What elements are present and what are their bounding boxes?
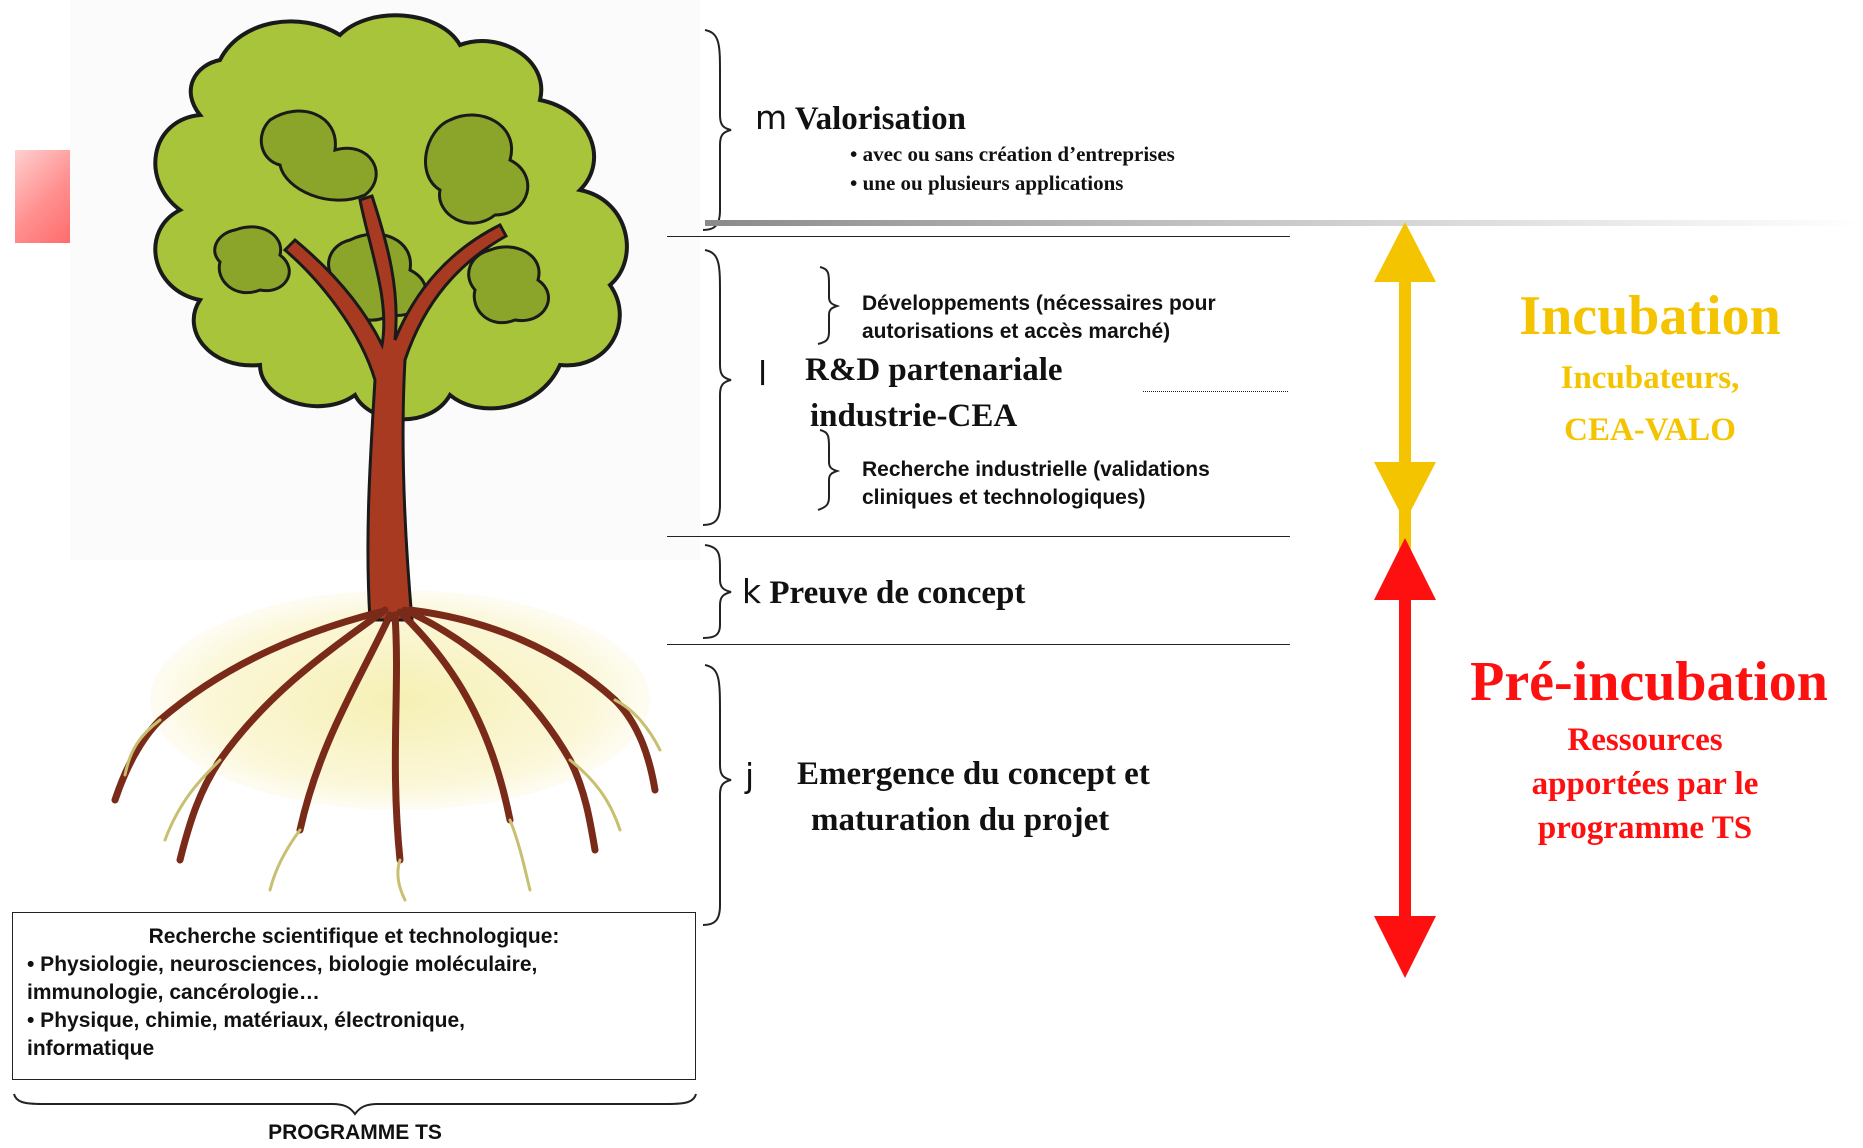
separator-1 — [667, 236, 1290, 237]
rd-title-line-2: industrie-CEA — [810, 398, 1018, 434]
pre-incubation-sub-1: Ressources — [1567, 722, 1723, 758]
program-label: PROGRAMME TS — [268, 1121, 442, 1144]
phase-arrows — [1374, 222, 1436, 978]
valorisation-bullet-1: • avec ou sans création d’entreprises — [850, 142, 1175, 166]
stage-valorisation: m Valorisation — [755, 98, 1215, 139]
tree-illustration — [70, 0, 700, 902]
tree-roots — [111, 606, 659, 864]
brace-recherche-industrielle — [817, 429, 841, 511]
marker-k: k — [742, 572, 762, 611]
research-box-line-2: immunologie, cancérologie… — [27, 981, 320, 1004]
marker-m: m — [755, 98, 788, 137]
pre-incubation-title: Pré-incubation — [1470, 651, 1828, 713]
research-box-line-4: informatique — [27, 1037, 155, 1060]
incubation-sub-2: CEA-VALO — [1564, 412, 1736, 448]
recherche-industrielle-line-1: Recherche industrielle (validations — [862, 458, 1210, 481]
brace-emergence — [702, 664, 732, 926]
separator-gradient — [705, 220, 1863, 226]
research-box: Recherche scientifique et technologique:… — [12, 912, 696, 1080]
pre-incubation-sub-2: apportées par le — [1531, 766, 1759, 802]
pre-incubation-arrow — [1374, 538, 1436, 978]
valorisation-title: Valorisation — [794, 101, 966, 137]
decorative-pink-block — [15, 150, 71, 243]
stage-braces — [702, 29, 732, 926]
marker-l: l — [758, 354, 768, 393]
emergence-line-1: Emergence du concept et — [797, 756, 1150, 792]
incubation-sub-1: Incubateurs, — [1560, 360, 1740, 396]
separator-3 — [667, 644, 1290, 645]
separator-2 — [667, 536, 1290, 537]
recherche-industrielle-line-2: cliniques et technologiques) — [862, 486, 1146, 509]
rd-inner-braces — [817, 266, 841, 511]
brace-valorisation — [702, 29, 732, 231]
program-brace — [13, 1093, 697, 1116]
pre-incubation-sub-3: programme TS — [1537, 810, 1753, 846]
brace-preuve — [702, 544, 732, 639]
research-box-line-3: • Physique, chimie, matériaux, électroni… — [27, 1009, 465, 1032]
incubation-title: Incubation — [1519, 285, 1781, 347]
rd-title-line-1: R&D partenariale — [805, 352, 1063, 388]
stage-preuve: k Preuve de concept — [742, 572, 1202, 613]
valorisation-bullet-2: • une ou plusieurs applications — [850, 171, 1124, 195]
separator-dotted — [1143, 391, 1288, 392]
developpements-line-1: Développements (nécessaires pour — [862, 292, 1216, 315]
emergence-line-2: maturation du projet — [811, 802, 1110, 838]
tree-rootlets — [123, 698, 662, 902]
tree-trunk — [282, 194, 509, 622]
research-box-header: Recherche scientifique et technologique: — [148, 925, 560, 948]
research-box-line-1: • Physiologie, neurosciences, biologie m… — [27, 953, 538, 976]
brace-developpements — [817, 266, 841, 345]
marker-j: j — [745, 756, 755, 795]
preuve-title: Preuve de concept — [769, 575, 1026, 611]
brace-rd — [702, 249, 732, 526]
developpements-line-2: autorisations et accès marché) — [862, 320, 1171, 343]
